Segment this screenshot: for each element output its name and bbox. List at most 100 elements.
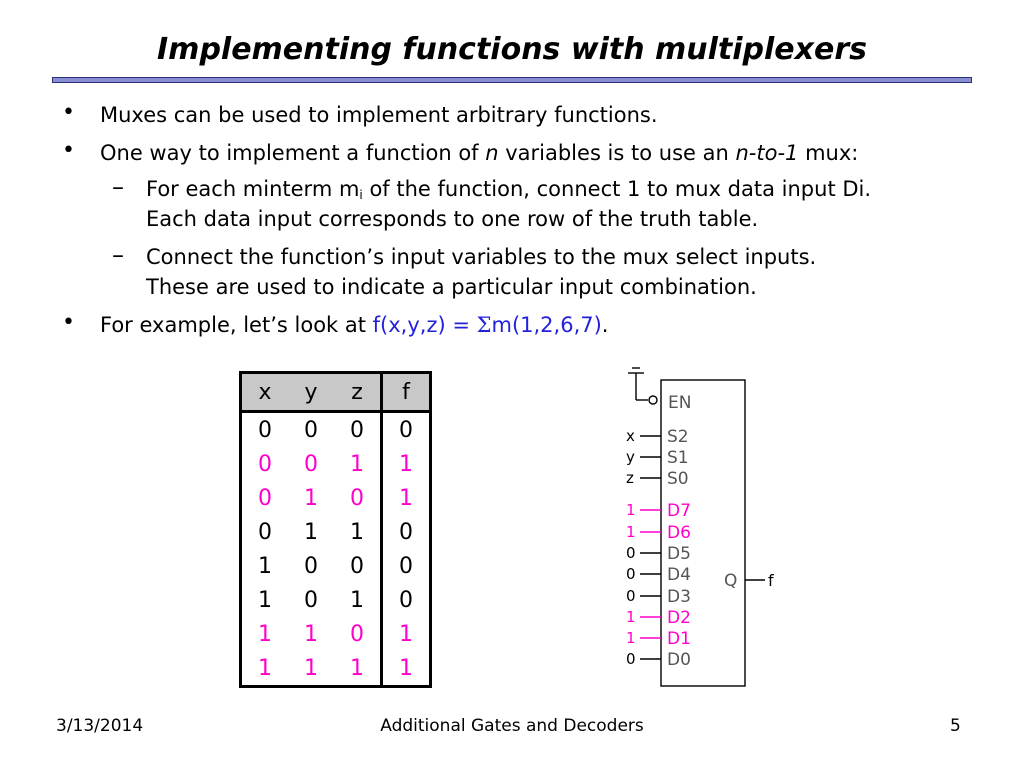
sub-bullet-1-line-2: Each data input corresponds to one row o… [146, 207, 759, 231]
table-cell: 0 [258, 417, 272, 443]
table-cell: 0 [380, 583, 431, 617]
ground-symbol [628, 367, 648, 401]
column-header: y [288, 372, 334, 413]
data-pin-label: D7 [667, 501, 691, 521]
select-pin-label: S2 [667, 427, 689, 447]
column-header: f [380, 372, 431, 413]
data-signal-label: 1 [626, 608, 636, 626]
output-pin-label: Q [724, 571, 737, 591]
sigma-symbol: Σ [476, 313, 492, 337]
bullet-dot: • [62, 138, 75, 163]
table-cell: 0 [304, 553, 318, 579]
data-pin-label: D6 [667, 523, 691, 543]
table-cell: 0 [380, 411, 431, 447]
table-cell: 1 [350, 587, 364, 613]
sub-bullet-dash: – [112, 241, 124, 269]
table-cell: 1 [380, 617, 431, 651]
data-pin-label: D3 [667, 587, 691, 607]
title-underline [52, 77, 972, 83]
table-cell: 1 [258, 587, 272, 613]
table-cell: 1 [380, 447, 431, 481]
table-cell: 1 [380, 481, 431, 515]
bullet-2: One way to implement a function of n var… [100, 138, 858, 168]
select-signal-label: y [626, 448, 635, 466]
table-cell: 1 [350, 655, 364, 681]
data-signal-label: 0 [626, 565, 636, 583]
table-cell: 0 [350, 621, 364, 647]
table-cell: 0 [304, 587, 318, 613]
bullet-dot: • [62, 310, 75, 335]
example-function: f(x,y,z) = [372, 313, 477, 337]
output-signal-label: f [768, 571, 774, 590]
footer-course: Additional Gates and Decoders [380, 716, 644, 736]
enable-pin-label: EN [668, 393, 691, 413]
sub-bullet-1-text: For each minterm m [146, 177, 360, 201]
table-cell: 0 [304, 417, 318, 443]
data-pin-label: D1 [667, 629, 691, 649]
sub-bullet-2-line-2: These are used to indicate a particular … [146, 275, 757, 299]
bullet-2-mux-type: n-to-1 [735, 141, 799, 165]
table-cell: 0 [350, 485, 364, 511]
column-header: z [334, 372, 382, 413]
table-cell: 1 [380, 651, 431, 687]
table-cell: 1 [304, 519, 318, 545]
table-cell: 0 [258, 485, 272, 511]
truth-table-header-row: x y z f [240, 372, 431, 413]
bullet-2-text: variables is to use an [498, 141, 736, 165]
sub-bullet-1-text: of the function, connect 1 to mux data i… [362, 177, 872, 201]
table-cell: 0 [258, 451, 272, 477]
table-cell: 0 [304, 451, 318, 477]
slide-title: Implementing functions with multiplexers [157, 32, 867, 67]
enable-bubble [648, 395, 658, 405]
select-pin-label: S0 [667, 469, 689, 489]
table-cell: 0 [350, 417, 364, 443]
footer-page-number: 5 [950, 716, 961, 736]
data-signal-label: 0 [626, 587, 636, 605]
mux-body [660, 379, 746, 687]
select-signal-label: z [626, 469, 634, 487]
table-cell: 1 [304, 655, 318, 681]
table-cell: 1 [304, 485, 318, 511]
table-cell: 1 [304, 621, 318, 647]
column-header: x [240, 372, 288, 413]
bullet-1: Muxes can be used to implement arbitrary… [100, 103, 658, 127]
bullet-2-text: One way to implement a function of [100, 141, 486, 165]
data-pin-label: D4 [667, 565, 691, 585]
minterm-subscript: i [359, 188, 363, 202]
data-signal-label: 1 [626, 501, 636, 519]
table-cell: 1 [350, 451, 364, 477]
table-cell: 0 [350, 553, 364, 579]
bullet-2-text: mux: [798, 141, 859, 165]
table-cell: 0 [258, 519, 272, 545]
table-cell: 1 [258, 655, 272, 681]
table-cell: 0 [380, 515, 431, 549]
example-text: . [601, 313, 609, 337]
footer-date: 3/13/2014 [56, 716, 144, 736]
sub-bullet-2: Connect the function’s input variables t… [146, 245, 817, 269]
bullet-2-n: n [485, 141, 499, 165]
data-signal-label: 1 [626, 523, 636, 541]
data-pin-label: D5 [667, 544, 691, 564]
sub-bullet-1: For each minterm mi of the function, con… [146, 174, 871, 210]
select-signal-label: x [626, 427, 635, 445]
table-cell: 0 [380, 549, 431, 583]
table-cell: 1 [258, 553, 272, 579]
data-signal-label: 0 [626, 544, 636, 562]
example-minterms: m(1,2,6,7) [491, 313, 602, 337]
data-pin-label: D0 [667, 650, 691, 670]
data-signal-label: 1 [626, 629, 636, 647]
table-cell: 1 [258, 621, 272, 647]
bullet-dot: • [62, 100, 75, 125]
example-text: For example, let’s look at [100, 313, 373, 337]
